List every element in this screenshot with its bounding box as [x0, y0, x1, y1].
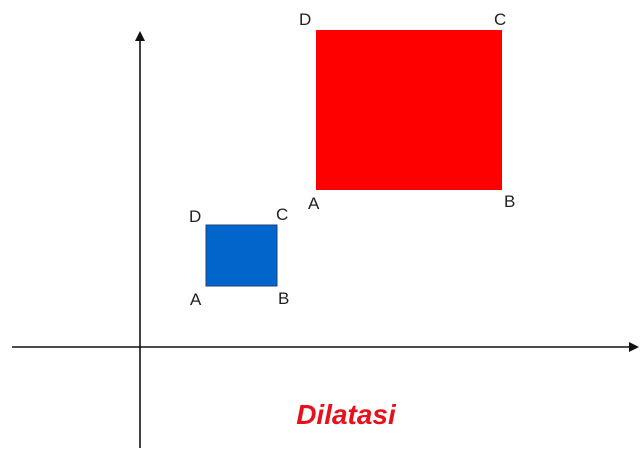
small-square: [205, 224, 278, 287]
diagram-caption: Dilatasi: [296, 399, 397, 430]
small-square-label-d: D: [189, 207, 201, 226]
small-square-label-c: C: [276, 205, 288, 224]
large-square-label-a: A: [308, 194, 320, 213]
large-square: [316, 30, 502, 190]
small-square-label-a: A: [190, 290, 202, 309]
large-square-label-d: D: [299, 10, 311, 29]
large-square-label-c: C: [494, 10, 506, 29]
large-square-label-b: B: [504, 192, 515, 211]
small-square-label-b: B: [278, 289, 289, 308]
